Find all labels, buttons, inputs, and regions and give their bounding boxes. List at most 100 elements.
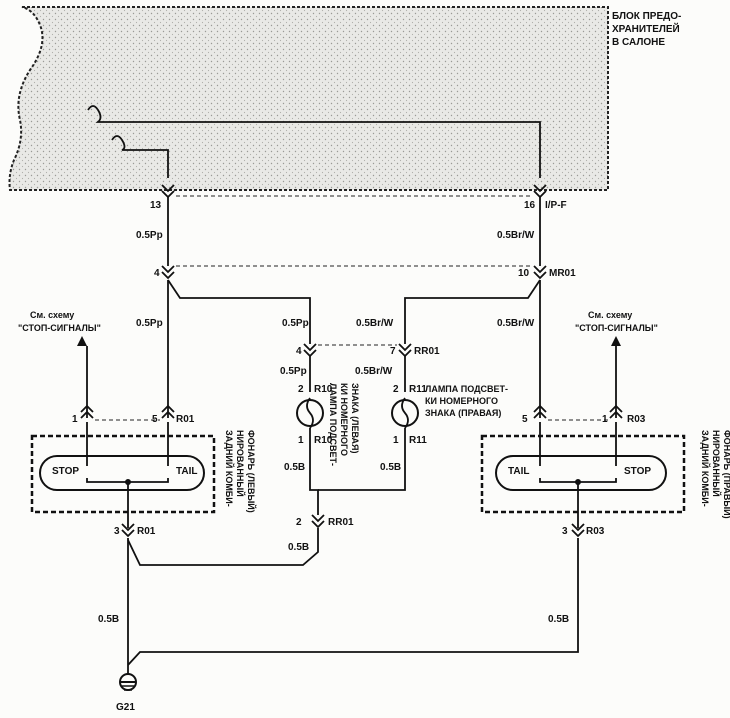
- pin-10: 10: [518, 268, 530, 279]
- plate-right-desc-1: ЛАМПА ПОДСВЕТ-: [425, 384, 508, 394]
- left-lamp-internal: [86, 422, 169, 528]
- pin-1-r10: 1: [298, 435, 304, 446]
- right-lamp-desc: ЗАДНИЙ КОМБИ- НИРОВАННЫЙ ФОНАРЬ (ПРАВЫЙ): [700, 430, 730, 519]
- plate-lamp-left-desc: ЛАМПА ПОДСВЕТ- КИ НОМЕРНОГО ЗНАКА (ЛЕВАЯ…: [328, 383, 360, 466]
- right-ref-arrow: [611, 336, 621, 346]
- plate-left-desc-3: ЗНАКА (ЛЕВАЯ): [350, 383, 360, 453]
- left-rear-lamp-body: [39, 455, 205, 491]
- connector-3-right: [571, 523, 585, 538]
- pin-16: 16: [524, 200, 536, 211]
- right-ref-2: "СТОП-СИГНАЛЫ": [575, 323, 658, 333]
- right-stop-label: STOP: [624, 466, 651, 477]
- connector-4-mid: [303, 343, 317, 358]
- connector-10: [533, 265, 547, 280]
- right-tail-label: TAIL: [508, 466, 529, 477]
- pin-3-right: 3: [562, 526, 568, 537]
- pin-1-r11: 1: [393, 435, 399, 446]
- left-stop-label: STOP: [52, 466, 79, 477]
- connector-r11-bot-label: R11: [409, 435, 427, 446]
- plate-right-desc-2: КИ НОМЕРНОГО: [425, 396, 498, 406]
- wire-label-w3: 0.5Pp: [136, 318, 163, 329]
- connector-r10-bot-label: R10: [314, 435, 333, 446]
- right-desc-1: ЗАДНИЙ КОМБИ-: [700, 430, 711, 507]
- wire-label-w4: 0.5Br/W: [497, 318, 535, 329]
- left-tail-label: TAIL: [176, 466, 197, 477]
- left-desc-1: ЗАДНИЙ КОМБИ-: [224, 430, 235, 507]
- right-rear-lamp-body: [495, 455, 667, 491]
- connector-r01-bot-label: R01: [137, 526, 156, 537]
- left-ref-1: См. схему: [30, 310, 74, 320]
- plate-lamp-right-filament: [401, 397, 409, 429]
- wire-plate-right-out: [318, 428, 406, 491]
- wire-label-w2: 0.5Br/W: [497, 230, 535, 241]
- plate-left-desc-1: ЛАМПА ПОДСВЕТ-: [328, 383, 338, 466]
- wire-right-ground: [127, 538, 579, 666]
- wire-label-w5: 0.5Pp: [282, 318, 309, 329]
- right-desc-3: ФОНАРЬ (ПРАВЫЙ): [722, 430, 730, 519]
- wire-rr01-to-ground: [127, 528, 319, 566]
- connector-r11-top-label: R11: [409, 384, 427, 395]
- plate-right-desc-3: ЗНАКА (ПРАВАЯ): [425, 408, 501, 418]
- right-lamp-junction: [575, 479, 581, 485]
- pin-2-r11: 2: [393, 384, 399, 395]
- pin-5-right: 5: [522, 414, 528, 425]
- connector-5-left: [161, 404, 175, 419]
- fuse-box-title-3: В САЛОНЕ: [612, 37, 665, 48]
- wire-right-branch: [404, 279, 541, 344]
- connector-4-top: [161, 265, 175, 280]
- right-lamp-internal: [539, 422, 617, 528]
- plate-lamp-left-filament: [306, 397, 314, 429]
- left-ref-arrow: [77, 336, 87, 346]
- wire-label-w11: 0.5B: [288, 542, 309, 553]
- fuse-symbol-1: [87, 105, 541, 178]
- wire-label-w8: 0.5Br/W: [355, 366, 393, 377]
- wire-label-w7: 0.5Pp: [280, 366, 307, 377]
- connector-mr01-label: MR01: [549, 268, 576, 279]
- ground-icon: [119, 673, 137, 691]
- plate-left-desc-2: КИ НОМЕРНОГО: [339, 383, 349, 456]
- fuse-box-title-1: БЛОК ПРЕДО-: [612, 11, 681, 22]
- pin-4-top: 4: [154, 268, 160, 279]
- pin-2-r10: 2: [298, 384, 304, 395]
- connector-r01-top-label: R01: [176, 414, 195, 425]
- wire-label-w6: 0.5Br/W: [356, 318, 394, 329]
- connector-1-left: [80, 404, 94, 419]
- fuse-box-title-2: ХРАНИТЕЛЕЙ: [612, 22, 680, 35]
- left-desc-3: ФОНАРЬ (ЛЕВЫЙ): [246, 430, 257, 513]
- pin-1-right: 1: [602, 414, 608, 425]
- left-rear-lamp-box: [30, 434, 216, 514]
- left-ref-2: "СТОП-СИГНАЛЫ": [18, 323, 101, 333]
- pin-13: 13: [150, 200, 162, 211]
- fuse-box: [8, 6, 609, 191]
- wire-left-branch: [167, 279, 311, 344]
- pin-5-left: 5: [152, 414, 158, 425]
- ground-label: G21: [116, 702, 135, 713]
- wire-label-w1: 0.5Pp: [136, 230, 163, 241]
- left-lamp-desc: ЗАДНИЙ КОМБИ- НИРОВАННЫЙ ФОНАРЬ (ЛЕВЫЙ): [224, 430, 257, 513]
- connector-3-left: [121, 523, 135, 538]
- pin-4-mid: 4: [296, 346, 302, 357]
- pin-2-rr01: 2: [296, 517, 302, 528]
- right-rear-lamp-box: [480, 434, 686, 514]
- connector-r03-bot-label: R03: [586, 526, 605, 537]
- left-desc-2: НИРОВАННЫЙ: [235, 430, 246, 497]
- pin-1-left: 1: [72, 414, 78, 425]
- pin-7: 7: [390, 346, 396, 357]
- connector-ipf-label: I/P-F: [545, 200, 567, 211]
- wire-label-w13: 0.5B: [548, 614, 569, 625]
- right-ref-1: См. схему: [588, 310, 632, 320]
- pin-3-left: 3: [114, 526, 120, 537]
- wire-plate-left-out: [309, 428, 319, 515]
- right-desc-2: НИРОВАННЫЙ: [711, 430, 722, 497]
- connector-1-right: [609, 404, 623, 419]
- connector-rr01-top-label: RR01: [414, 346, 440, 357]
- fuse-symbol-2: [111, 135, 169, 178]
- connector-rr01-bot-label: RR01: [328, 517, 354, 528]
- connector-rr01-bot: [311, 514, 325, 529]
- wire-label-w10: 0.5B: [380, 462, 401, 473]
- wire-label-w12: 0.5B: [98, 614, 119, 625]
- connector-r03-top-label: R03: [627, 414, 646, 425]
- connector-r10-top-label: R10: [314, 384, 333, 395]
